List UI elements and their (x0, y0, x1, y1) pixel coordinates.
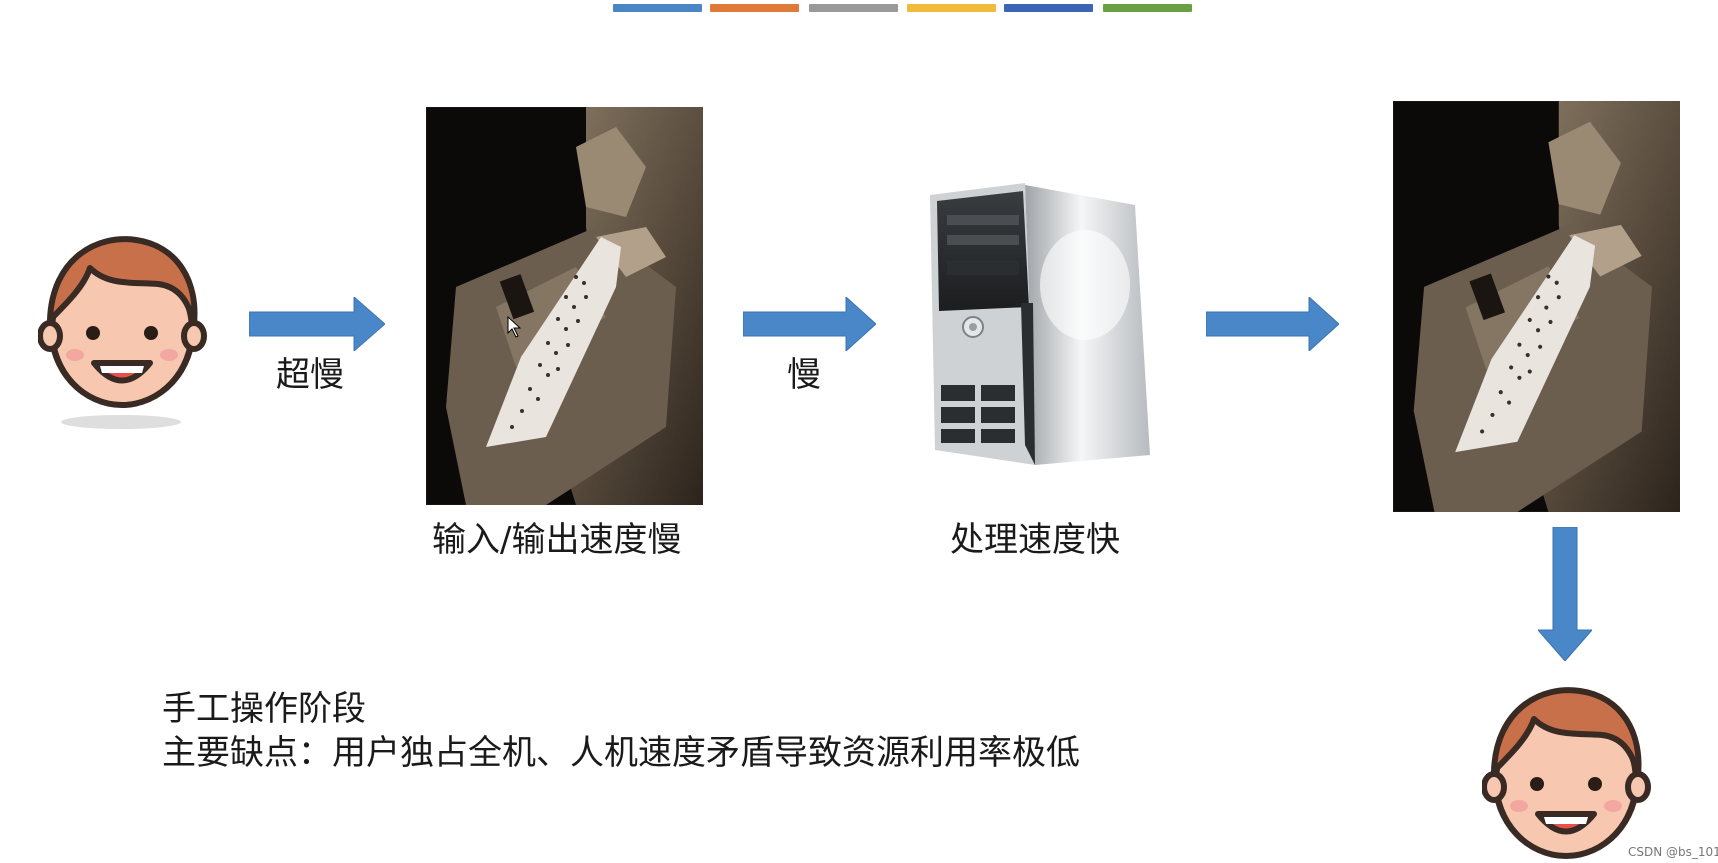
smiley-face-icon (38, 228, 208, 434)
arrow2-label: 慢 (787, 355, 821, 395)
csdn-watermark: CSDN @bs_101 (1628, 845, 1718, 859)
stripe-darkblue (1004, 4, 1093, 12)
punch-card-machine-icon (426, 107, 703, 505)
smiley-face-icon (1482, 679, 1652, 863)
stripe-green (1103, 4, 1192, 12)
stripe-orange (710, 4, 799, 12)
stripe-blue (613, 4, 702, 12)
stage-title: 手工操作阶段 (162, 689, 366, 729)
right-arrow-icon (249, 297, 385, 351)
computer-label: 处理速度快 (950, 520, 1120, 560)
arrow1-label: 超慢 (276, 355, 344, 395)
stage-drawback: 主要缺点：用户独占全机、人机速度矛盾导致资源利用率极低 (162, 733, 1080, 773)
stripe-gray (809, 4, 898, 12)
right-arrow-icon (1206, 297, 1339, 351)
machine-label: 输入/输出速度慢 (432, 520, 682, 560)
right-arrow-icon (743, 297, 876, 351)
down-arrow-icon (1538, 527, 1592, 661)
punch-card-machine-icon (1393, 101, 1680, 512)
desktop-tower-icon (925, 175, 1155, 470)
stripe-yellow (907, 4, 996, 12)
